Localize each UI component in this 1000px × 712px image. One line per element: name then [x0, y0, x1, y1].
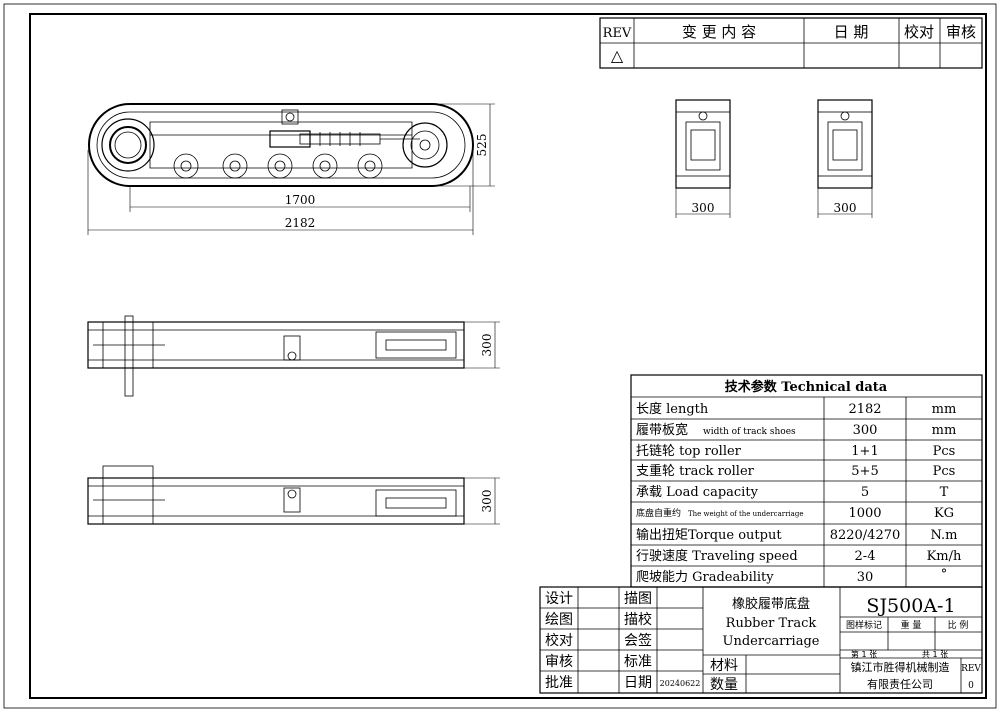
tech-unit-weight: KG: [934, 506, 954, 521]
tech-label-shoe-width: 履带板宽: [636, 422, 688, 438]
dim-side-height: 525: [475, 134, 489, 157]
sheet-number: 第 1 张: [851, 649, 877, 659]
role-standard: 标准: [624, 654, 652, 670]
meta-scale-header: 比 例: [948, 619, 969, 631]
tech-value-shoe-width: 300: [853, 423, 878, 438]
tech-value-speed: 2-4: [855, 549, 876, 564]
tech-label-speed: 行驶速度 Traveling speed: [636, 548, 798, 564]
front-view-left: 300: [675, 99, 731, 218]
part-name-cn: 橡胶履带底盘: [732, 596, 810, 612]
side-view: 1700 2182 525: [87, 103, 495, 235]
front-view-right: 300: [817, 99, 873, 218]
tech-label-weight-en: The weight of the undercarriage: [688, 510, 803, 518]
tech-label-length: 长度 length: [636, 401, 709, 417]
rev-header: REV: [603, 26, 632, 41]
dim-top-width-2: 300: [480, 490, 494, 513]
role-approve: 批准: [545, 675, 573, 691]
date-value: 20240622: [660, 679, 701, 688]
dim-side-inner: 1700: [285, 193, 316, 207]
tech-unit-torque: N.m: [930, 528, 957, 543]
role-date: 日期: [624, 675, 652, 691]
role-review: 审核: [545, 654, 573, 670]
tech-label-gradeability: 爬坡能力 Gradeability: [636, 570, 774, 585]
tech-label-load: 承载 Load capacity: [636, 485, 759, 500]
meta-mark-header: 图样标记: [846, 619, 882, 631]
tech-unit-gradeability: °: [941, 567, 948, 582]
company-name-1: 镇江市胜得机械制造: [851, 660, 950, 674]
tech-value-top-roller: 1+1: [851, 444, 878, 459]
tech-label-top-roller: 托链轮 top roller: [636, 444, 742, 459]
date-header: 日 期: [834, 23, 869, 41]
title-rev-value: 0: [968, 681, 974, 691]
role-design: 设计: [545, 591, 573, 607]
sheet-total: 共 1 张: [922, 650, 948, 659]
dim-front-width-2: 300: [834, 201, 857, 215]
tech-unit-load: T: [940, 485, 949, 500]
part-name-en-1: Rubber Track: [726, 616, 817, 631]
check-header: 校对: [904, 23, 934, 41]
rev-triangle-icon: △: [611, 46, 624, 65]
role-tracing: 描图: [624, 591, 652, 607]
drawing-number: SJ500A-1: [866, 595, 955, 617]
change-content-header: 变 更 内 容: [682, 23, 756, 41]
tech-label-weight: 底盘自重约: [636, 507, 681, 519]
tech-value-weight: 1000: [848, 506, 881, 521]
revision-table: REV 变 更 内 容 日 期 校对 审核 △: [599, 17, 983, 69]
company-name-2: 有限责任公司: [867, 677, 933, 691]
role-countersign: 会签: [624, 632, 652, 649]
inner-border: [29, 13, 987, 699]
tech-unit-length: mm: [932, 402, 957, 417]
tech-unit-track-roller: Pcs: [933, 464, 956, 479]
role-drawing: 绘图: [545, 612, 573, 628]
tech-value-load: 5: [861, 485, 869, 500]
tech-unit-speed: Km/h: [927, 549, 962, 564]
part-name-en-2: Undercarriage: [723, 634, 820, 649]
material-label: 材料: [710, 658, 738, 674]
meta-weight-header: 重 量: [901, 619, 922, 631]
tech-data-title: 技术参数 Technical data: [725, 379, 888, 395]
dim-front-width-1: 300: [692, 201, 715, 215]
tech-unit-shoe-width: mm: [932, 423, 957, 438]
tech-value-gradeability: 30: [857, 570, 874, 585]
top-view-1: 300: [87, 315, 500, 397]
review-header: 审核: [946, 23, 976, 41]
tech-label-shoe-width-en: width of track shoes: [703, 427, 796, 437]
tech-value-torque: 8220/4270: [830, 528, 901, 543]
tech-label-torque: 输出扭矩Torque output: [636, 527, 782, 543]
outer-border: [3, 3, 997, 709]
role-tracing-check: 描校: [624, 611, 652, 628]
top-view-2: 300: [87, 465, 500, 525]
role-check: 校对: [545, 632, 573, 649]
tech-unit-top-roller: Pcs: [933, 444, 956, 459]
quantity-label: 数量: [710, 677, 738, 693]
tech-value-length: 2182: [848, 402, 881, 417]
dim-side-total: 2182: [285, 216, 316, 230]
tech-data-table: 技术参数 Technical data 长度 length 2182 mm 履带…: [630, 374, 983, 588]
tech-value-track-roller: 5+5: [851, 464, 878, 479]
tech-label-track-roller: 支重轮 track roller: [636, 463, 755, 479]
title-block: 设计 绘图 校对 审核 批准 描图 描校 会签 标准 日期 20240622 橡…: [539, 586, 983, 694]
dim-top-width-1: 300: [480, 334, 494, 357]
title-rev-label: REV: [961, 664, 981, 674]
